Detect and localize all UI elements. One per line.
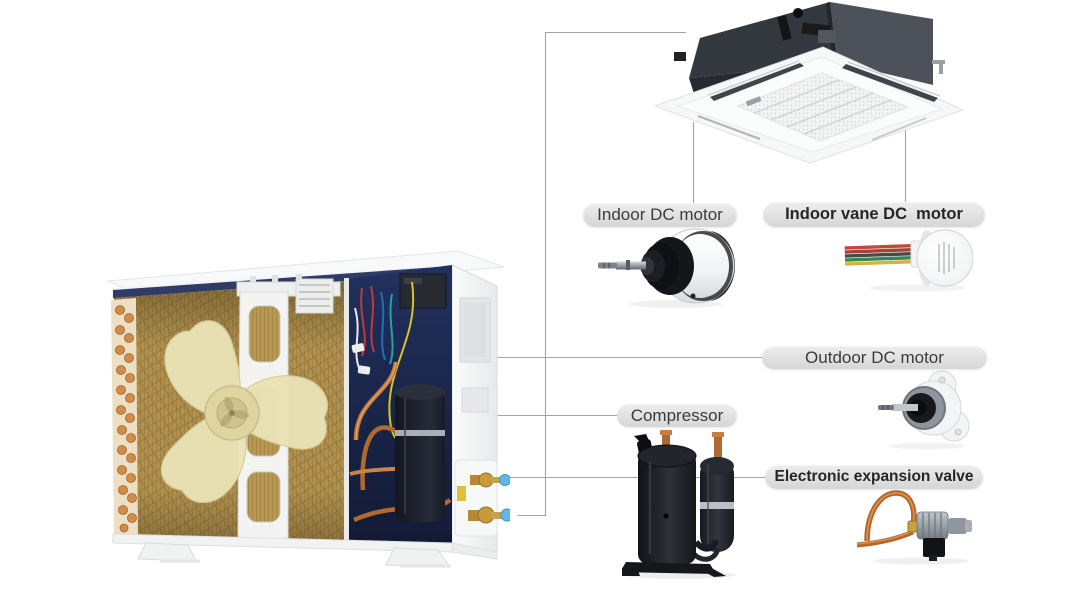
printed-label-marks [938,242,955,274]
vane-slot-right [842,64,938,102]
fan-blades [160,320,329,504]
cassette-face-panel [653,46,965,164]
system-connector-line [517,31,686,517]
bay-partition [344,278,349,543]
warning-sticker [457,486,466,501]
label-indoor-vane-dc-motor-text: Indoor vane DC motor [785,205,963,223]
label-electronic-expansion-valve: Electronic expansion valve [765,465,983,489]
outdoor-unit-base [112,533,498,568]
compressor-accumulator [700,432,734,552]
motor-shaft [598,260,646,270]
label-compressor: Compressor [617,404,737,427]
compressor-photo [622,430,735,579]
ribbon-cable [844,243,918,266]
label-indoor-dc-motor-text: Indoor DC motor [597,205,723,224]
coil-copper-u-bends [111,298,138,540]
valve-body [916,511,972,540]
cassette-intake-grille [736,72,910,142]
grille-latch [745,96,762,107]
indoor-cassette-unit-photo [653,2,965,164]
valve-coil-connector [923,538,945,557]
cassette-top-fittings [674,8,945,74]
label-indoor-vane-dc-motor: Indoor vane DC motor [763,202,985,227]
service-valve-small [470,472,510,488]
copper-pipes [856,490,917,548]
motor-shaft [878,404,918,411]
indoor-dc-motor-photo [598,228,735,308]
bay-compressor-cylinder [395,384,445,522]
indoor-vane-dc-motor-photo [844,229,973,292]
outdoor-unit-cutaway-photo [106,250,510,568]
label-indoor-dc-motor: Indoor DC motor [583,203,737,227]
vane-slot-left [710,63,804,101]
side-panel-details [454,297,510,537]
label-compressor-text: Compressor [630,405,724,425]
compressor-feet [622,562,726,577]
label-electronic-expansion-valve-text: Electronic expansion valve [774,468,974,485]
outdoor-dc-motor-photo [878,370,970,450]
motor-rubber-mount [640,237,694,295]
electrical-bay [344,265,452,545]
top-louver-grille [295,278,334,314]
label-outdoor-dc-motor: Outdoor DC motor [762,346,987,369]
label-outdoor-dc-motor-text: Outdoor DC motor [805,347,944,367]
compressor-main-cylinder [634,430,697,564]
vane-motor-body [916,229,973,287]
electronic-expansion-valve-photo [856,490,972,565]
service-valve-large [468,506,510,524]
